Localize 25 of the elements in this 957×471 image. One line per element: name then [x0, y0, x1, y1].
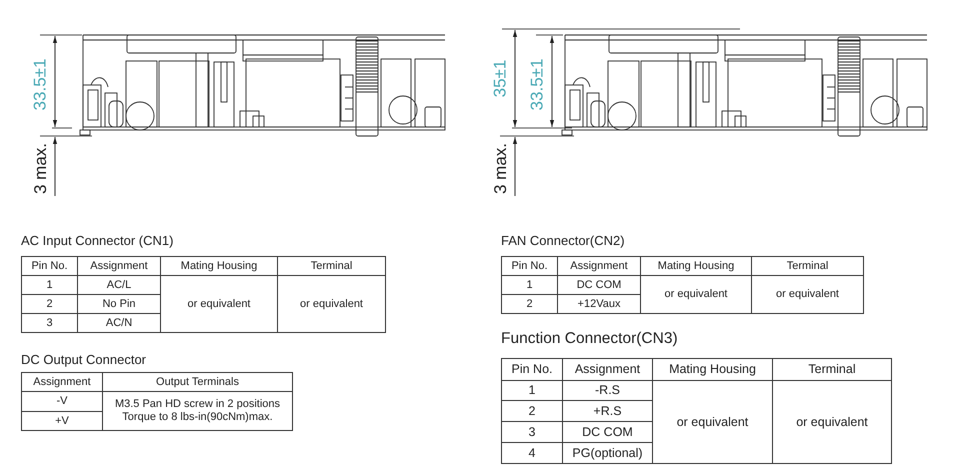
dimension-text: 35±1 — [491, 59, 508, 97]
table-title: AC Input Connector (CN1) — [21, 234, 174, 247]
table-header: Terminal — [277, 256, 386, 276]
table-title: FAN Connector(CN2) — [501, 234, 625, 247]
table-cell: +V — [21, 411, 103, 431]
table-cell: or equivalent — [772, 380, 892, 464]
dimension-text: 33.5±1 — [31, 58, 48, 110]
table-header: Terminal — [751, 256, 864, 276]
dimension-text: 3 max. — [492, 142, 509, 194]
table-cell: M3.5 Pan HD screw in 2 positions Torque to 8 lbs-in(90cNm)max. — [102, 391, 293, 431]
table-cell: or equivalent — [751, 275, 864, 314]
table-title: DC Output Connector — [21, 353, 146, 366]
table-header: Terminal — [772, 358, 892, 381]
dimension-text: 33.5±1 — [528, 58, 546, 110]
table-cell: 4 — [501, 442, 563, 464]
dimension-text: 3 max. — [32, 142, 49, 194]
table-header: Pin No. — [21, 256, 78, 276]
table-header: Output Terminals — [102, 372, 293, 392]
table-header: Assignment — [21, 372, 103, 392]
table-cell: 2 — [501, 294, 558, 314]
table-header: Pin No. — [501, 358, 563, 381]
table-header: Pin No. — [501, 256, 558, 276]
table-cell: or equivalent — [277, 275, 386, 333]
table-title: Function Connector(CN3) — [501, 331, 678, 346]
table-cell: 3 — [21, 313, 78, 333]
